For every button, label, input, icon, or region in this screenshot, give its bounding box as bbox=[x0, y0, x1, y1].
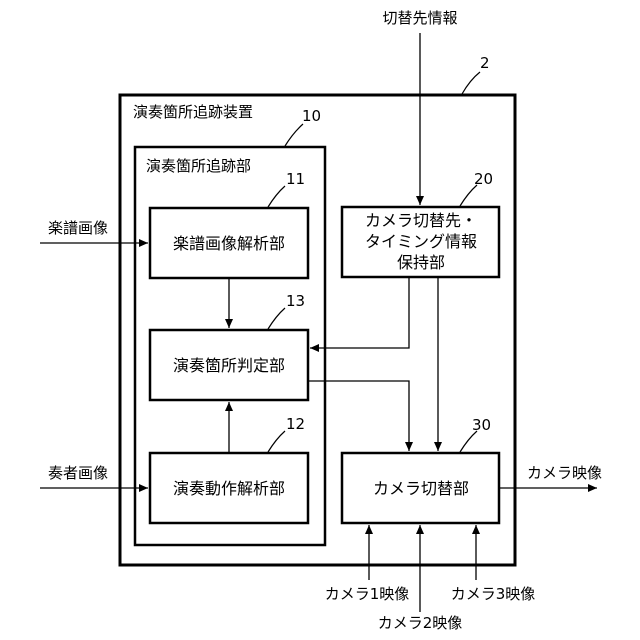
camera1-label: カメラ1映像 bbox=[325, 585, 410, 603]
score-image-label: 楽譜画像 bbox=[48, 219, 108, 237]
holding-ref: 20 bbox=[474, 170, 493, 188]
device-ref-leader bbox=[462, 72, 480, 94]
holding-label-line2: タイミング情報 bbox=[365, 232, 477, 251]
performance-analysis-ref: 12 bbox=[286, 415, 305, 433]
switcher-ref-leader bbox=[460, 431, 477, 452]
device-title: 演奏箇所追跡装置 bbox=[133, 103, 253, 121]
holding-label-line3: 保持部 bbox=[397, 253, 445, 272]
score-analysis-ref-leader bbox=[268, 186, 285, 207]
performer-image-label: 奏者画像 bbox=[48, 464, 108, 482]
tracking-unit-ref-leader bbox=[285, 124, 303, 146]
holding-ref-leader bbox=[460, 185, 477, 206]
camera2-label: カメラ2映像 bbox=[378, 614, 463, 632]
tracking-unit-ref: 10 bbox=[302, 107, 321, 125]
camera-video-output-label: カメラ映像 bbox=[527, 464, 602, 482]
switcher-ref: 30 bbox=[472, 416, 491, 434]
tracking-unit-title: 演奏箇所追跡部 bbox=[146, 157, 251, 175]
camera3-label: カメラ3映像 bbox=[451, 585, 536, 603]
judgment-ref-leader bbox=[268, 308, 285, 329]
holding-label-line1: カメラ切替先・ bbox=[365, 211, 477, 230]
switch-dest-info-label: 切替先情報 bbox=[382, 9, 457, 27]
score-analysis-ref: 11 bbox=[286, 170, 305, 188]
performance-analysis-label: 演奏動作解析部 bbox=[173, 479, 285, 498]
performance-analysis-ref-leader bbox=[268, 431, 285, 452]
judgment-to-switcher-arrow bbox=[308, 381, 409, 451]
switcher-label: カメラ切替部 bbox=[373, 479, 469, 498]
judgment-ref: 13 bbox=[286, 292, 305, 310]
score-analysis-label: 楽譜画像解析部 bbox=[173, 234, 285, 253]
device-ref: 2 bbox=[480, 54, 490, 72]
judgment-label: 演奏箇所判定部 bbox=[173, 356, 285, 375]
